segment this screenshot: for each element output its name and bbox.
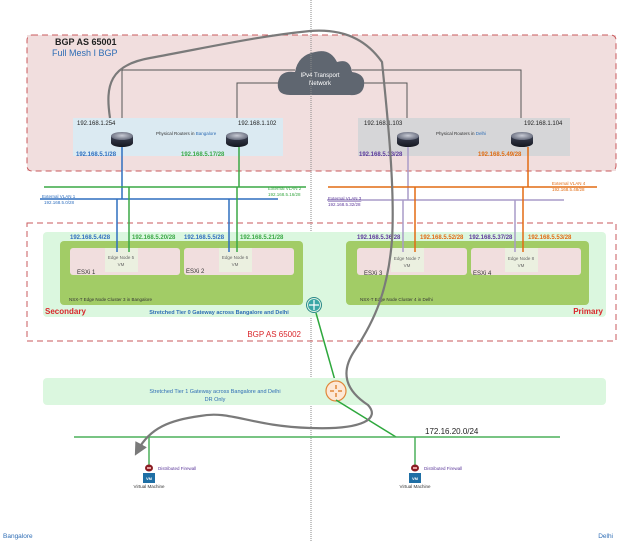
ipv4-transport-cloud: IPv4 Transport Network — [277, 51, 365, 96]
bangalore-cluster-label: NSX-T Edge Node Cluster 3 in Bangalore — [69, 297, 152, 302]
edge-node-5-label: Edge Node 5 — [108, 255, 135, 260]
vlan4-name: External VLAN 4 — [552, 181, 586, 186]
tier1-gateway-zone — [43, 378, 606, 405]
edge-node-6 — [219, 248, 252, 272]
edge-node-5 — [105, 248, 138, 272]
delhi-r2-uplink-ip: 192.168.5.49/28 — [478, 152, 522, 158]
traffic-flow-path — [107, 29, 394, 456]
edge-node-8-label: Edge Node 8 — [508, 256, 535, 261]
vlan3-name: External VLAN 3 — [328, 196, 362, 201]
vm2-dfw-label: Distributed Firewall — [424, 466, 462, 471]
vlan4-subnet: 192.168.5.48/28 — [552, 187, 585, 192]
cloud-label-line1: IPv4 Transport — [300, 73, 339, 79]
delhi-r2-mgmt-ip: 192.168.1.104 — [524, 121, 563, 127]
edge-node-5-vm: VM — [118, 262, 125, 267]
edge-node-6-label: Edge Node 6 — [222, 255, 249, 260]
link-cloud-r1 — [121, 69, 295, 118]
distributed-firewall-icon — [411, 464, 419, 472]
edge7-vlan3-ip: 192.168.5.36/28 — [357, 235, 401, 241]
edge6-vlan2-ip: 192.168.5.21/28 — [240, 235, 284, 241]
delhi-routers-label: Physical Routers in Delhi — [436, 131, 486, 136]
router-icon — [111, 132, 133, 147]
esxi2-label: ESXi 2 — [186, 269, 205, 275]
edge-node-7 — [391, 248, 424, 272]
bangalore-routers-label: Physical Routers in Bangalore — [156, 131, 217, 136]
esxi4-label: ESXi 4 — [473, 271, 492, 277]
vm1-badge: VM — [146, 476, 153, 481]
edge8-vlan4-ip: 192.168.5.53/28 — [528, 235, 572, 241]
delhi-r1-uplink-ip: 192.168.5.33/28 — [359, 152, 403, 158]
edge7-vlan4-ip: 192.168.5.52/28 — [420, 235, 464, 241]
vlan2-subnet: 192.168.5.16/28 — [268, 192, 301, 197]
edge5-vlan2-ip: 192.168.5.20/28 — [132, 235, 176, 241]
bangalore-r2-mgmt-ip: 192.168.1.102 — [238, 121, 277, 127]
site-label-bangalore: Bangalore — [3, 533, 33, 540]
edge-node-7-label: Edge Node 7 — [394, 256, 421, 261]
link-cloud-r2 — [236, 82, 290, 118]
router-icon — [226, 132, 248, 147]
site-label-delhi: Delhi — [598, 533, 613, 540]
router-icon — [511, 132, 533, 147]
primary-label: Primary — [573, 307, 603, 316]
edge-node-6-vm: VM — [232, 262, 239, 267]
edge-node-7-vm: VM — [404, 263, 411, 268]
vlan1-subnet: 192.168.5.0/28 — [44, 200, 75, 205]
link-cloud-r4 — [352, 69, 522, 118]
delhi-cluster-label: NSX-T Edge Node Cluster 4 in Delhi — [360, 297, 433, 302]
vlan3-subnet: 192.168.5.32/28 — [328, 202, 361, 207]
vm1-label: Virtual Machine — [134, 484, 165, 489]
distributed-firewall-icon — [145, 464, 153, 472]
vm2-badge: VM — [412, 476, 419, 481]
bgp-as-65002-border — [26, 222, 617, 342]
bgp-top-title: BGP AS 65001 — [55, 37, 117, 47]
link-cloud-r3 — [360, 82, 408, 118]
tier1-segment-link — [335, 399, 397, 438]
vlan2-name: External VLAN 2 — [268, 186, 302, 191]
tier0-router-icon — [306, 297, 322, 313]
secondary-label: Secondary — [45, 307, 86, 316]
tier1-gateway-sublabel: DR Only — [205, 397, 226, 403]
bangalore-r2-uplink-ip: 192.168.5.17/28 — [181, 152, 225, 158]
bangalore-r1-uplink-ip: 192.168.5.1/28 — [76, 152, 117, 158]
vlan1-name: External VLAN 1 — [42, 194, 76, 199]
router-icon — [397, 132, 419, 147]
vm-icon: VM — [143, 473, 155, 483]
tier1-router-icon — [325, 380, 347, 402]
bangalore-r1-mgmt-ip: 192.168.1.254 — [77, 121, 116, 127]
esxi1-label: ESXi 1 — [77, 270, 96, 276]
esxi3-label: ESXi 3 — [364, 271, 383, 277]
edge8-vlan3-ip: 192.168.5.37/28 — [469, 235, 513, 241]
segment-subnet-label: 172.16.20.0/24 — [425, 427, 479, 436]
vm2-label: Virtual Machine — [400, 484, 431, 489]
vm-icon: VM — [409, 473, 421, 483]
delhi-r1-mgmt-ip: 192.168.1.103 — [364, 121, 403, 127]
vm1-dfw-label: Distributed Firewall — [158, 466, 196, 471]
bgp-top-subtitle: Full Mesh I BGP — [52, 48, 118, 58]
edge6-vlan1-ip: 192.168.5.5/28 — [184, 235, 225, 241]
edge5-vlan1-ip: 192.168.5.4/28 — [70, 235, 111, 241]
cloud-label-line2: Network — [309, 81, 332, 87]
edge-node-8 — [505, 248, 538, 272]
delhi-router-box — [358, 118, 570, 156]
tier0-tier1-link — [315, 312, 337, 385]
tier1-gateway-label: Stretched Tier 1 Gateway across Bangalor… — [149, 389, 280, 395]
bgp-as-65002-label: BGP AS 65002 — [247, 330, 301, 339]
tier0-gateway-label: Stretched Tier 0 Gateway across Bangalor… — [149, 310, 289, 316]
edge-node-8-vm: VM — [518, 263, 525, 268]
